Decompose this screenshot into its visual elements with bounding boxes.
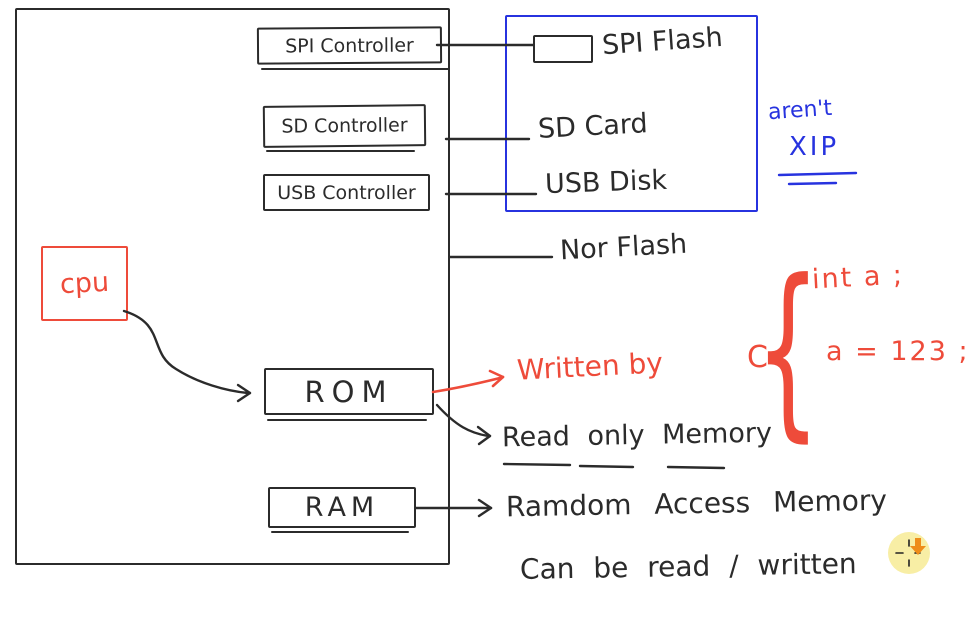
rom-label: ROM — [304, 374, 394, 409]
ram-box: RAM — [268, 487, 416, 528]
stamp-arrow-icon — [910, 538, 926, 555]
sd-card-label: SD Card — [537, 108, 649, 145]
spi-controller-label: SPI Controller — [285, 34, 414, 57]
cpu-label: cpu — [59, 266, 110, 301]
flash-chip-icon — [533, 35, 593, 63]
sd-controller-box: SD Controller — [262, 104, 427, 148]
soc-board-outline — [15, 8, 450, 565]
nor-flash-label: Nor Flash — [559, 228, 688, 267]
ram-meaning-note: Ramdom Access Memory — [505, 483, 888, 524]
cursor-crosshair-icon — [895, 539, 921, 567]
cpu-box: cpu — [41, 246, 128, 321]
mem-underline — [666, 465, 726, 470]
sd-controller-label: SD Controller — [281, 114, 408, 138]
external-devices-group-box — [505, 15, 758, 212]
spi-controller-box: SPI Controller — [256, 26, 443, 65]
ram-label: RAM — [304, 492, 380, 523]
code-line-1: int a ; — [811, 259, 905, 296]
code-line-2: a = 123 ; — [826, 336, 970, 367]
xip-underline — [777, 171, 858, 186]
rom-meaning-note: Read only Memory — [501, 417, 773, 454]
xip-note: XIP — [789, 132, 840, 162]
rom-box: ROM — [264, 368, 434, 415]
usb-disk-label: USB Disk — [544, 164, 668, 201]
arent-note: aren't — [767, 95, 833, 126]
cursor-halo — [888, 532, 930, 574]
code-brace: { — [755, 240, 821, 459]
cursor-highlight — [888, 532, 930, 574]
c-language-label: C — [747, 340, 768, 375]
usb-controller-label: USB Controller — [277, 181, 416, 204]
written-by-note: Written by — [516, 346, 664, 387]
usb-controller-box: USB Controller — [263, 174, 430, 211]
only-underline — [578, 464, 635, 469]
read-underline — [502, 462, 572, 467]
ram-rw-note: Can be read / written — [519, 547, 857, 586]
